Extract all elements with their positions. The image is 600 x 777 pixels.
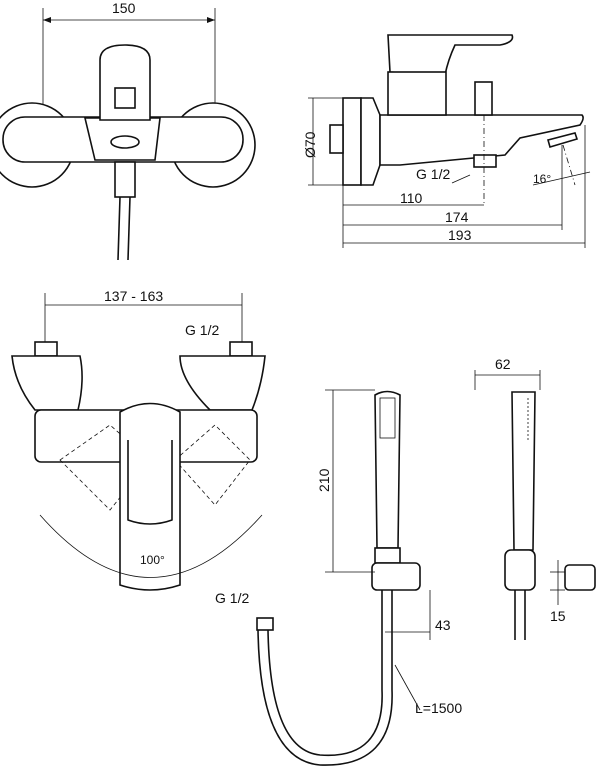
dim-spout-angle: 16°	[533, 172, 552, 186]
dim-shower-height: 210	[316, 468, 332, 492]
side-view	[308, 34, 591, 248]
dim-flange-diameter: Ø70	[302, 131, 318, 158]
dim-holder-width: 62	[495, 356, 511, 372]
front-view	[0, 8, 256, 261]
dim-holder-offset: 43	[435, 617, 451, 633]
dim-holder-depth: 15	[550, 608, 566, 624]
dim-depth-outlet: 110	[400, 190, 423, 206]
dim-center-distance: 137 - 163	[104, 288, 164, 304]
dim-front-width: 150	[112, 0, 136, 16]
dim-depth-spout: 174	[445, 209, 469, 225]
dim-thread-inlet: G 1/2	[185, 322, 220, 338]
hand-shower	[256, 389, 431, 766]
dim-thread-spout: G 1/2	[416, 166, 451, 182]
dim-hose-length: L=1500	[415, 700, 463, 716]
dim-lever-angle: 100°	[140, 553, 165, 567]
mixer-view	[11, 293, 266, 591]
hand-shower-side	[474, 370, 596, 640]
dim-thread-hose: G 1/2	[215, 590, 250, 606]
dim-depth-total: 193	[448, 227, 472, 243]
